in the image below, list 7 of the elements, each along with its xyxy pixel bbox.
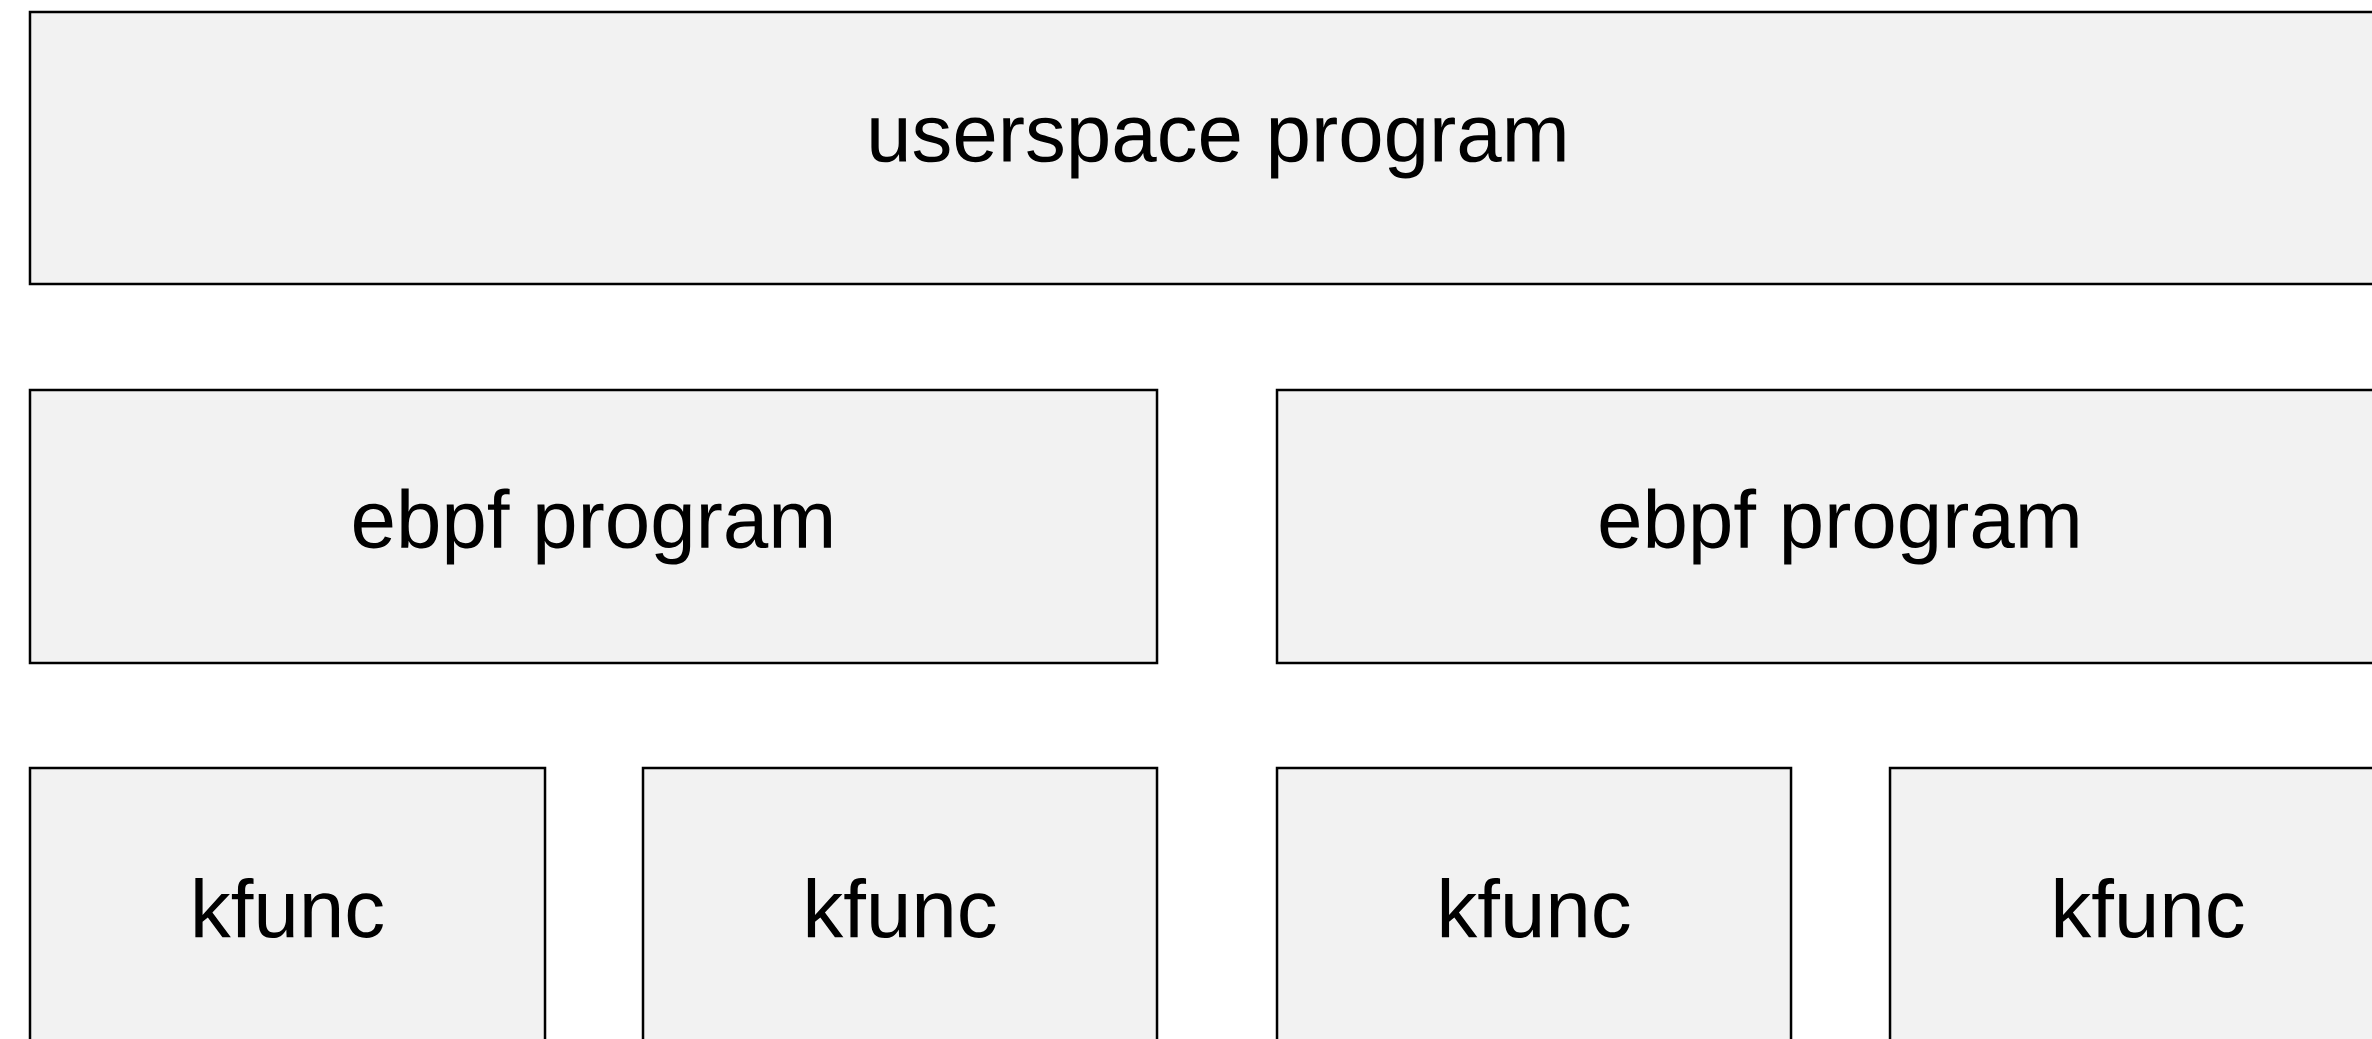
program-box: ebpf program [28,388,1159,665]
program-box: kfunc [1275,766,1793,1039]
program-box: userspace program [28,10,2372,286]
program-box: ebpf program [1275,388,2372,665]
program-box: kfunc [1888,766,2372,1039]
program-box: kfunc [28,766,547,1039]
program-box: kfunc [641,766,1159,1039]
